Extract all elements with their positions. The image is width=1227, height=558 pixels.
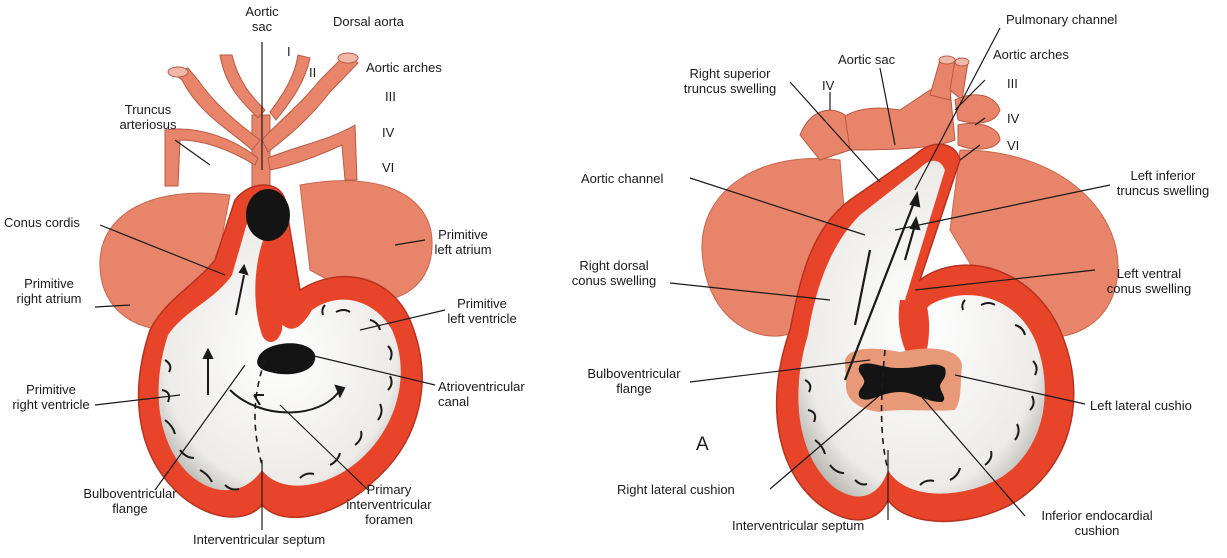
label-aortic-arches: Aortic arches	[366, 60, 442, 75]
label-right-lateral-cushion: Right lateral cushion	[617, 482, 735, 497]
label-conus-cordis: Conus cordis	[4, 215, 80, 230]
label-truncus-arteriosus: Truncus arteriosus	[108, 102, 188, 132]
label-interventricular-septum-left: Interventricular septum	[193, 532, 325, 547]
label-primitive-right-ventricle: Primitive right ventricle	[4, 382, 98, 412]
label-panel-letter: A	[696, 437, 709, 452]
label-left-ventral-conus-swelling: Left ventral conus swelling	[1094, 266, 1204, 296]
label-dorsal-aorta: Dorsal aorta	[333, 14, 404, 29]
label-arch-iii-right: III	[1007, 76, 1018, 91]
label-interventricular-septum-right: Interventricular septum	[732, 518, 864, 533]
label-arch-vi-right: VI	[1007, 138, 1019, 153]
left-truncus-lumen	[246, 189, 290, 241]
label-aortic-channel: Aortic channel	[581, 171, 663, 186]
label-right-superior-truncus-swelling: Right superior truncus swelling	[670, 66, 790, 96]
right-heart	[702, 56, 1118, 521]
label-inferior-endocardial-cushion: Inferior endocardial cushion	[1022, 508, 1172, 538]
label-right-dorsal-conus-swelling: Right dorsal conus swelling	[560, 258, 668, 288]
label-arch-iii: III	[385, 89, 396, 104]
label-left-inferior-truncus-swelling: Left inferior truncus swelling	[1108, 168, 1218, 198]
label-bulboventricular-flange-right: Bulboventricular flange	[574, 366, 694, 396]
label-arch-iv-right: IV	[1007, 111, 1019, 126]
label-bulboventricular-flange-left: Bulboventricular flange	[70, 486, 190, 516]
label-primitive-left-atrium: Primitive left atrium	[418, 227, 508, 257]
label-left-lateral-cushion: Left lateral cushio	[1090, 398, 1192, 413]
label-primitive-left-ventricle: Primitive left ventricle	[432, 296, 532, 326]
label-atrioventricular-canal: Atrioventricular canal	[438, 379, 525, 409]
label-primary-interventricular-foramen: Primary interventricular foramen	[334, 482, 444, 527]
label-aortic-arches-right: Aortic arches	[993, 47, 1069, 62]
label-pulmonary-channel: Pulmonary channel	[1006, 12, 1117, 27]
label-arch-i: I	[287, 44, 291, 59]
label-aortic-sac: Aortic sac	[234, 4, 290, 34]
label-aortic-sac-right: Aortic sac	[838, 52, 895, 67]
label-arch-vi: VI	[382, 160, 394, 175]
label-primitive-right-atrium: Primitive right atrium	[4, 276, 94, 306]
label-arch-ii: II	[309, 65, 316, 80]
label-arch-iv: IV	[382, 125, 394, 140]
label-arch-iv-right-side: IV	[822, 78, 834, 93]
